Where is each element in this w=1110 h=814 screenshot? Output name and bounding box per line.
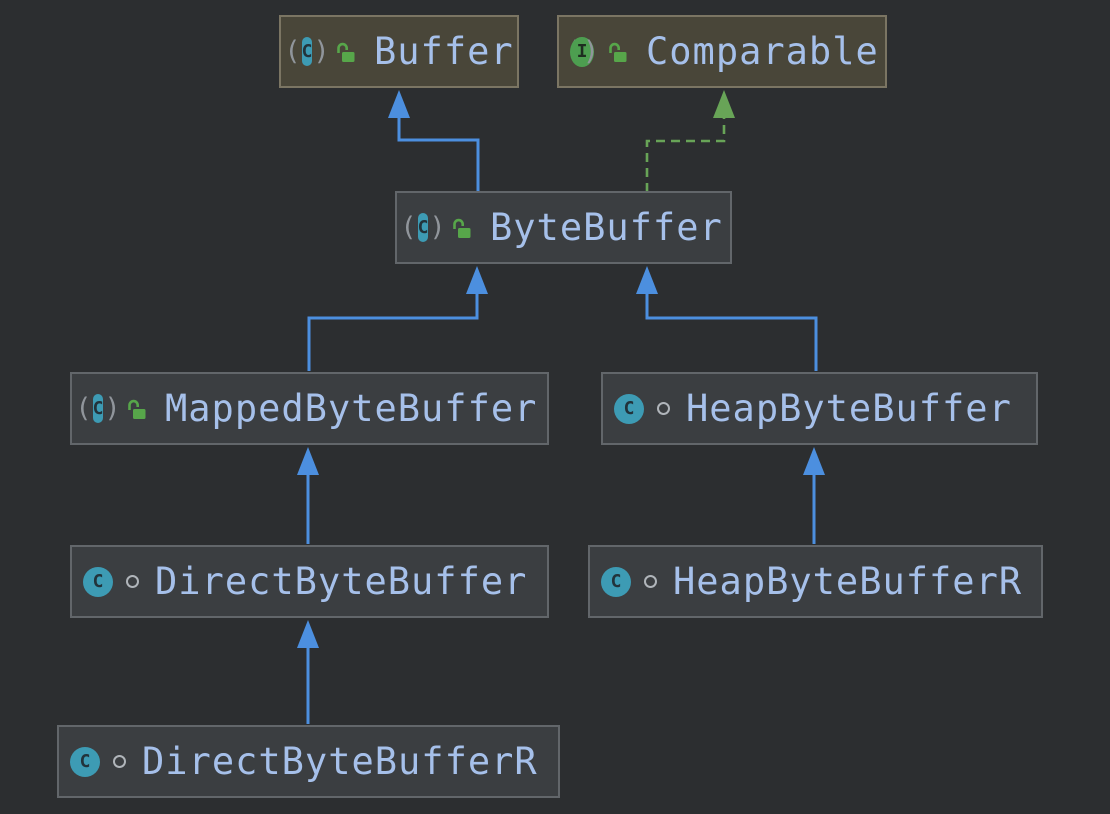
class-node-directbytebufferr[interactable]: C DirectByteBufferR [57, 725, 560, 798]
class-node-buffer[interactable]: C Buffer [279, 15, 519, 88]
extends-edge-bytebuffer-buffer [388, 90, 480, 192]
class-icon: C [70, 746, 100, 777]
class-label: MappedByteBuffer [165, 387, 538, 430]
class-node-mappedbytebuffer[interactable]: C MappedByteBuffer [70, 372, 549, 445]
class-label: ByteBuffer [490, 206, 723, 249]
implements-edge-bytebuffer-comparable [645, 90, 735, 192]
package-private-icon [120, 575, 139, 588]
package-private-icon [638, 575, 657, 588]
class-node-directbytebuffer[interactable]: C DirectByteBuffer [70, 545, 549, 618]
class-icon: C [614, 393, 644, 424]
extends-edge-directbytebuffer-mappedbytebuffer [297, 447, 319, 544]
class-node-heapbytebuffer[interactable]: C HeapByteBuffer [601, 372, 1038, 445]
class-label: HeapByteBufferR [673, 560, 1023, 603]
unlocked-icon [125, 397, 149, 421]
extends-edge-heapbytebufferr-heapbytebuffer [803, 447, 825, 544]
extends-edge-mappedbytebuffer-bytebuffer [307, 266, 488, 371]
abstract-class-icon: C [78, 394, 118, 423]
class-label: DirectByteBuffer [155, 560, 528, 603]
class-label: DirectByteBufferR [142, 740, 538, 783]
interface-node-comparable[interactable]: I Comparable [557, 15, 887, 88]
class-icon: C [83, 566, 113, 597]
class-icon: C [601, 566, 631, 597]
class-label: HeapByteBuffer [686, 387, 1012, 430]
interface-icon: I [565, 36, 599, 67]
package-private-icon [107, 755, 126, 768]
extends-edge-heapbytebuffer-bytebuffer [636, 266, 818, 371]
abstract-class-icon: C [403, 213, 443, 242]
abstract-class-icon: C [287, 37, 327, 66]
class-label: Buffer [374, 30, 514, 73]
class-node-heapbytebufferr[interactable]: C HeapByteBufferR [588, 545, 1043, 618]
interface-label: Comparable [646, 30, 879, 73]
unlocked-icon [334, 40, 358, 64]
unlocked-icon [606, 40, 630, 64]
class-node-bytebuffer[interactable]: C ByteBuffer [395, 191, 732, 264]
unlocked-icon [450, 216, 474, 240]
package-private-icon [651, 402, 670, 415]
extends-edge-directbytebufferr-directbytebuffer [297, 620, 319, 724]
